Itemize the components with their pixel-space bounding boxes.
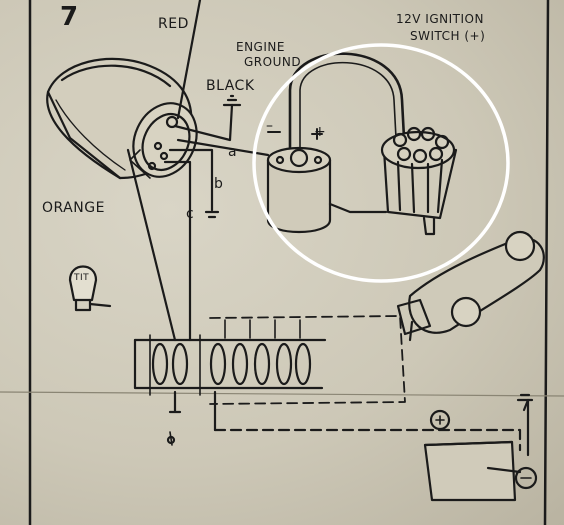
label-minus: – bbox=[266, 118, 274, 134]
battery bbox=[423, 409, 538, 502]
label-orange: ORANGE bbox=[42, 200, 105, 216]
ground-symbol-b bbox=[204, 210, 220, 219]
label-terminal-a: a bbox=[228, 144, 238, 160]
lamp-marking: TIT bbox=[74, 273, 90, 283]
starter-motor bbox=[396, 230, 545, 342]
label-ignition: 12V IGNITION bbox=[396, 12, 484, 26]
page-border-right bbox=[543, 0, 550, 525]
dashed-wire-bottom bbox=[213, 428, 522, 452]
black-wire bbox=[173, 103, 234, 142]
wire-b bbox=[168, 148, 214, 212]
coil-to-distributor-wire bbox=[328, 202, 388, 214]
tachometer-gauge bbox=[46, 57, 198, 180]
label-plus: + bbox=[314, 124, 327, 140]
bottom-wire-left bbox=[168, 390, 182, 414]
label-terminal-c: c bbox=[186, 206, 195, 222]
ignition-coil bbox=[266, 52, 406, 234]
wire-c bbox=[163, 160, 192, 342]
label-switch: SWITCH (+) bbox=[410, 29, 486, 43]
red-wire bbox=[176, 0, 202, 120]
indicator-lamp bbox=[68, 265, 112, 312]
highlight-circle bbox=[252, 43, 510, 283]
figure-number: 7 bbox=[60, 2, 79, 32]
ground-symbol-black bbox=[222, 94, 242, 107]
label-black: BLACK bbox=[206, 78, 255, 94]
label-red: RED bbox=[158, 16, 189, 32]
label-ground: GROUND bbox=[244, 55, 302, 69]
orange-wire bbox=[126, 148, 177, 342]
label-terminal-b: b bbox=[214, 176, 224, 192]
label-engine: ENGINE bbox=[236, 40, 285, 54]
distributor-cap bbox=[328, 126, 458, 236]
paper-fold-line bbox=[0, 391, 564, 397]
connector-block bbox=[133, 315, 406, 405]
ground-symbol-right bbox=[516, 393, 534, 412]
